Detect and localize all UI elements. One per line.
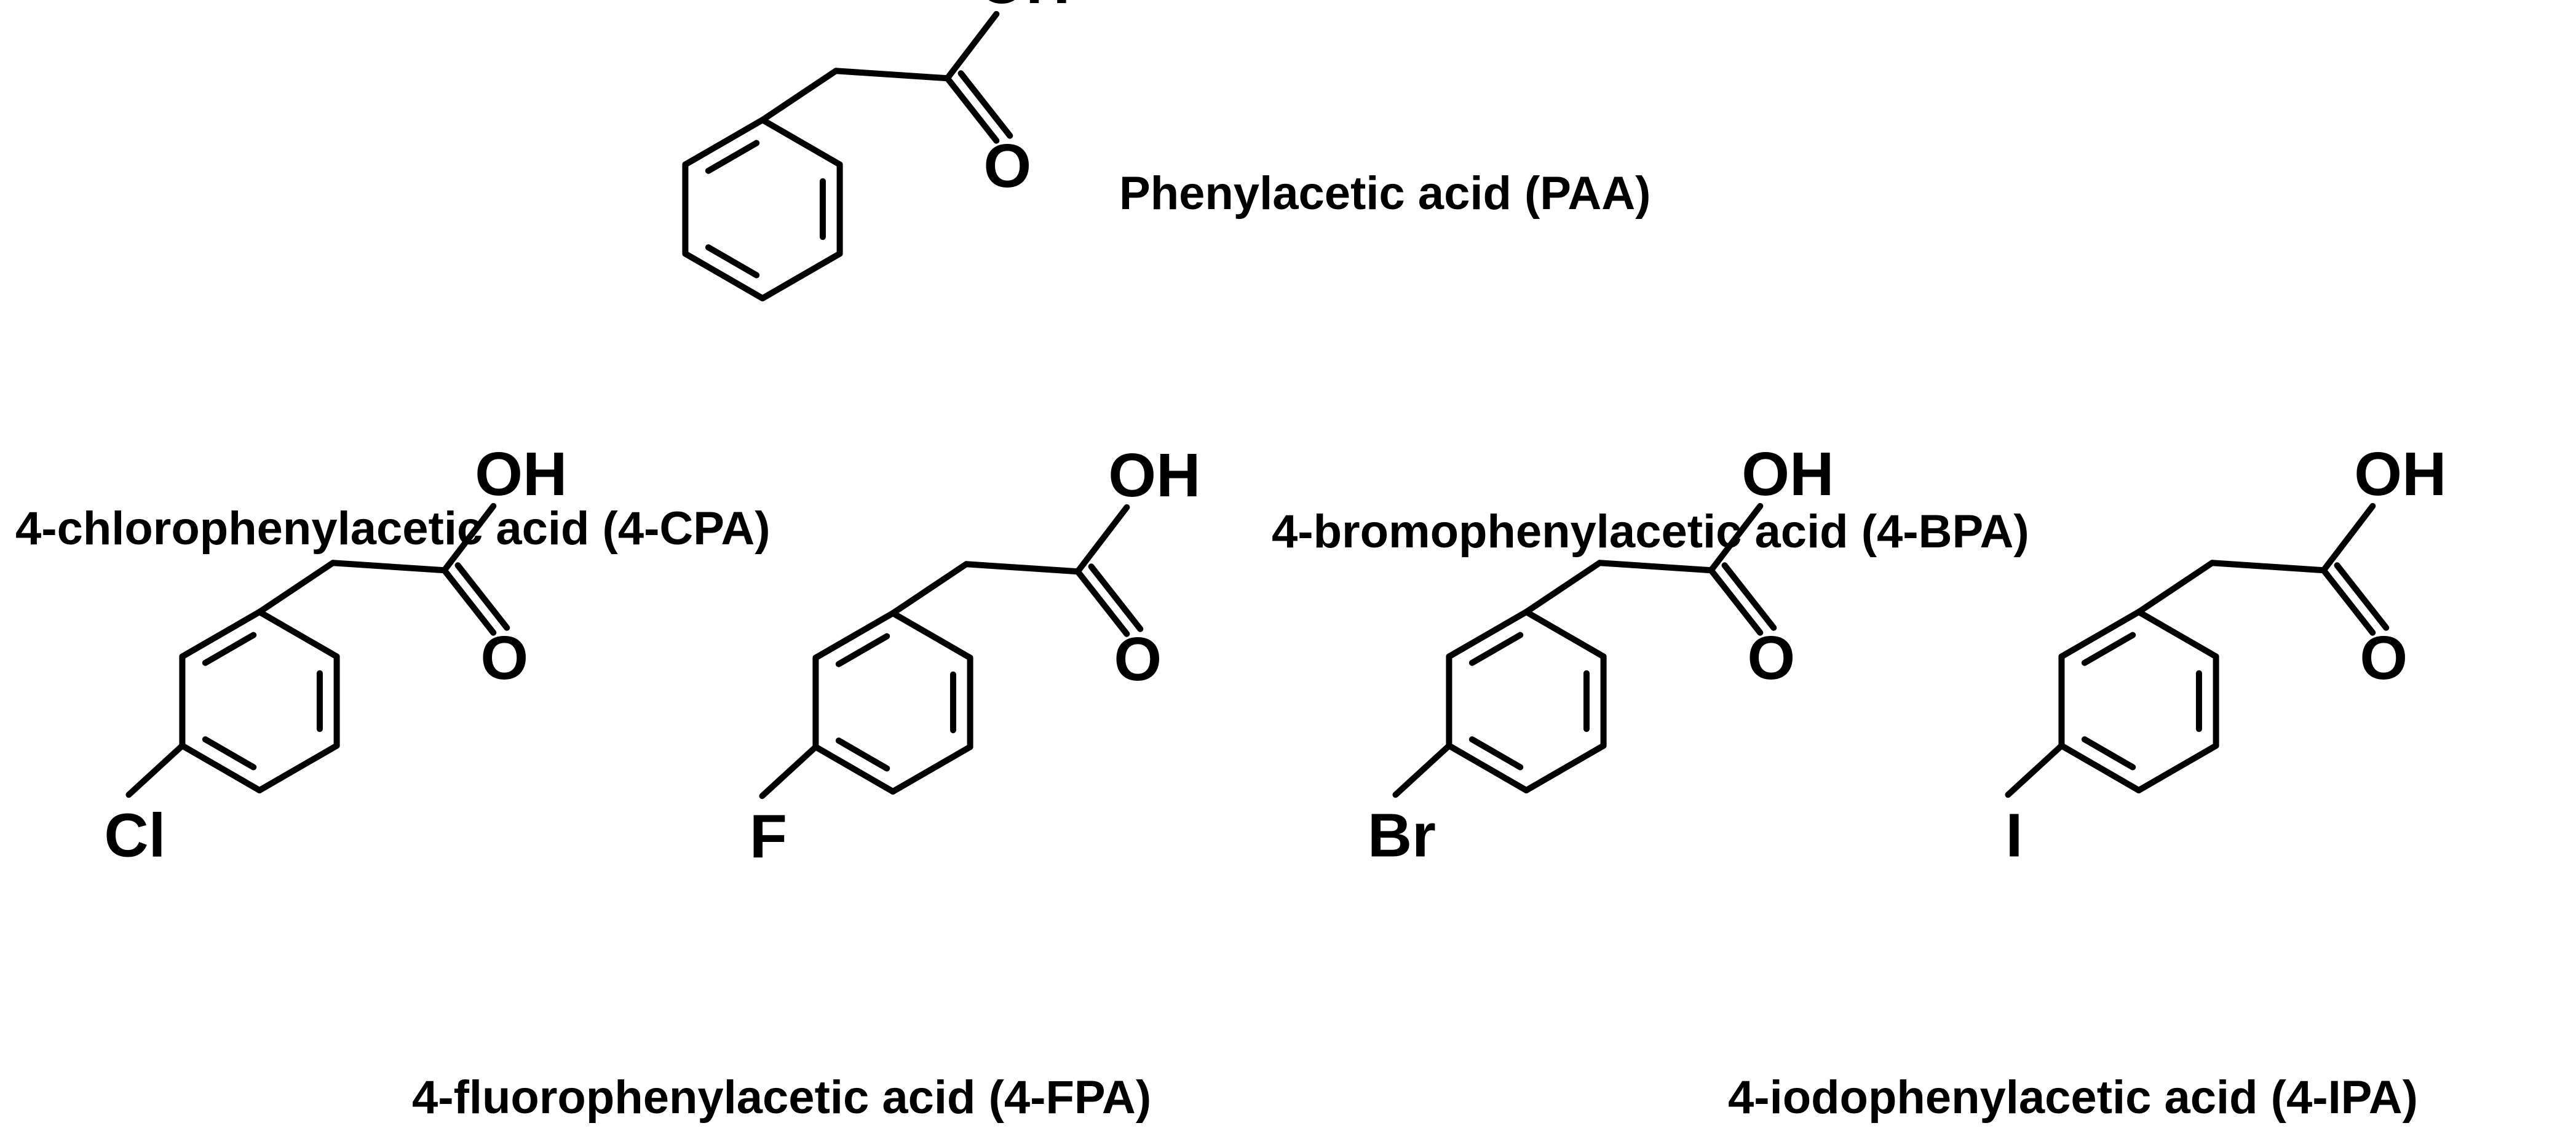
ring-bond	[890, 744, 973, 795]
ring-bond	[812, 744, 896, 795]
ring-ch2-bond	[890, 561, 970, 616]
ring-ch2-bond	[1523, 560, 1603, 615]
hydroxyl-label: OH	[1742, 440, 1834, 509]
ring-bond	[2058, 609, 2142, 660]
aromatic-double-bond	[202, 736, 257, 771]
aromatic-double-bond	[835, 737, 890, 772]
ring-bond	[2058, 742, 2142, 793]
ring-bond	[1446, 609, 1529, 660]
molecule-4-fpa: 4-fluorophenylacetic acid (4-FPA) OH O F	[412, 441, 1200, 1124]
ch2-carboxyl-bond	[2209, 560, 2327, 574]
ring-bond	[682, 250, 766, 301]
c-o-double-bond-second	[454, 562, 510, 631]
c-x-bond	[2005, 742, 2065, 798]
c-x-bond	[1392, 742, 1452, 798]
hydroxyl-label: OH	[978, 0, 1070, 17]
c-x-bond	[125, 742, 186, 798]
ring-bond	[682, 117, 766, 168]
carbonyl-oxygen-label: O	[2360, 624, 2408, 693]
c-oh-bond	[1708, 502, 1764, 574]
hydroxyl-label: OH	[475, 440, 567, 509]
ring-bond	[759, 250, 843, 301]
molecule-name-4-fpa: 4-fluorophenylacetic acid (4-FPA)	[412, 1071, 1151, 1124]
molecule-name-4-cpa: 4-chlorophenylacetic acid (4-CPA)	[15, 502, 771, 555]
c-o-double-bond	[944, 75, 1000, 144]
ring-bond	[179, 609, 263, 660]
hydroxyl-label: OH	[1108, 441, 1200, 510]
aromatic-double-bond	[705, 140, 760, 174]
ring-bond	[179, 742, 263, 793]
c-o-double-bond	[2320, 567, 2376, 636]
ring-bond	[890, 610, 973, 661]
ring-ch2-bond	[256, 560, 336, 615]
ring-bond	[1523, 609, 1607, 660]
c-o-double-bond-second	[957, 70, 1013, 139]
hydroxyl-label: OH	[2354, 440, 2446, 509]
molecule-paa: Phenylacetic acid (PAA) OH O	[682, 0, 1651, 301]
substituent-label: I	[2006, 801, 2023, 870]
c-oh-bond	[2320, 502, 2376, 574]
c-x-bond	[759, 744, 819, 800]
c-o-double-bond-second	[1721, 562, 1777, 631]
ring-bond	[2136, 742, 2219, 793]
c-o-double-bond	[441, 567, 497, 636]
ch2-carboxyl-bond	[330, 560, 448, 574]
molecule-name-paa: Phenylacetic acid (PAA)	[1119, 167, 1651, 220]
molecule-name-4-bpa: 4-bromophenylacetic acid (4-BPA)	[1272, 506, 2029, 558]
molecule-name-4-ipa: 4-iodophenylacetic acid (4-IPA)	[1728, 1071, 2418, 1124]
aromatic-double-bond	[1468, 632, 1524, 666]
carbonyl-oxygen-label: O	[1114, 625, 1162, 694]
aromatic-double-bond	[835, 633, 890, 667]
aromatic-double-bond	[2081, 632, 2136, 666]
molecule-4-bpa: 4-bromophenylacetic acid (4-BPA) OH O Br	[1272, 440, 2029, 870]
c-o-double-bond	[1708, 567, 1764, 636]
carbonyl-oxygen-label: O	[1747, 624, 1795, 693]
substituent-label: Br	[1368, 801, 1436, 870]
c-o-double-bond-second	[1088, 563, 1144, 632]
substituent-label: Cl	[104, 801, 165, 870]
ring-bond	[2136, 609, 2219, 660]
ch2-carboxyl-bond	[833, 68, 951, 82]
c-o-double-bond-second	[2334, 562, 2390, 631]
ring-ch2-bond	[2136, 560, 2216, 615]
ring-ch2-bond	[759, 68, 839, 123]
substituent-label: F	[750, 802, 787, 871]
ring-bond	[1523, 742, 1607, 793]
aromatic-double-bond	[202, 632, 257, 666]
c-oh-bond	[944, 10, 1000, 82]
carbonyl-oxygen-label: O	[983, 132, 1031, 200]
carbonyl-oxygen-label: O	[480, 624, 528, 693]
molecule-4-cpa: 4-chlorophenylacetic acid (4-CPA) OH O Cl	[15, 440, 771, 870]
ring-bond	[1446, 742, 1529, 793]
molecule-4-ipa: 4-iodophenylacetic acid (4-IPA) OH O I	[1728, 440, 2446, 1124]
c-oh-bond	[1074, 504, 1130, 575]
aromatic-double-bond	[705, 244, 760, 279]
ring-bond	[256, 609, 340, 660]
ring-bond	[759, 117, 843, 168]
ring-bond	[256, 742, 340, 793]
ch2-carboxyl-bond	[1596, 560, 1714, 574]
ch2-carboxyl-bond	[963, 561, 1081, 575]
ring-bond	[812, 610, 896, 661]
aromatic-double-bond	[2081, 736, 2136, 771]
aromatic-double-bond	[1468, 736, 1524, 771]
c-oh-bond	[441, 502, 497, 574]
c-o-double-bond	[1074, 568, 1130, 637]
